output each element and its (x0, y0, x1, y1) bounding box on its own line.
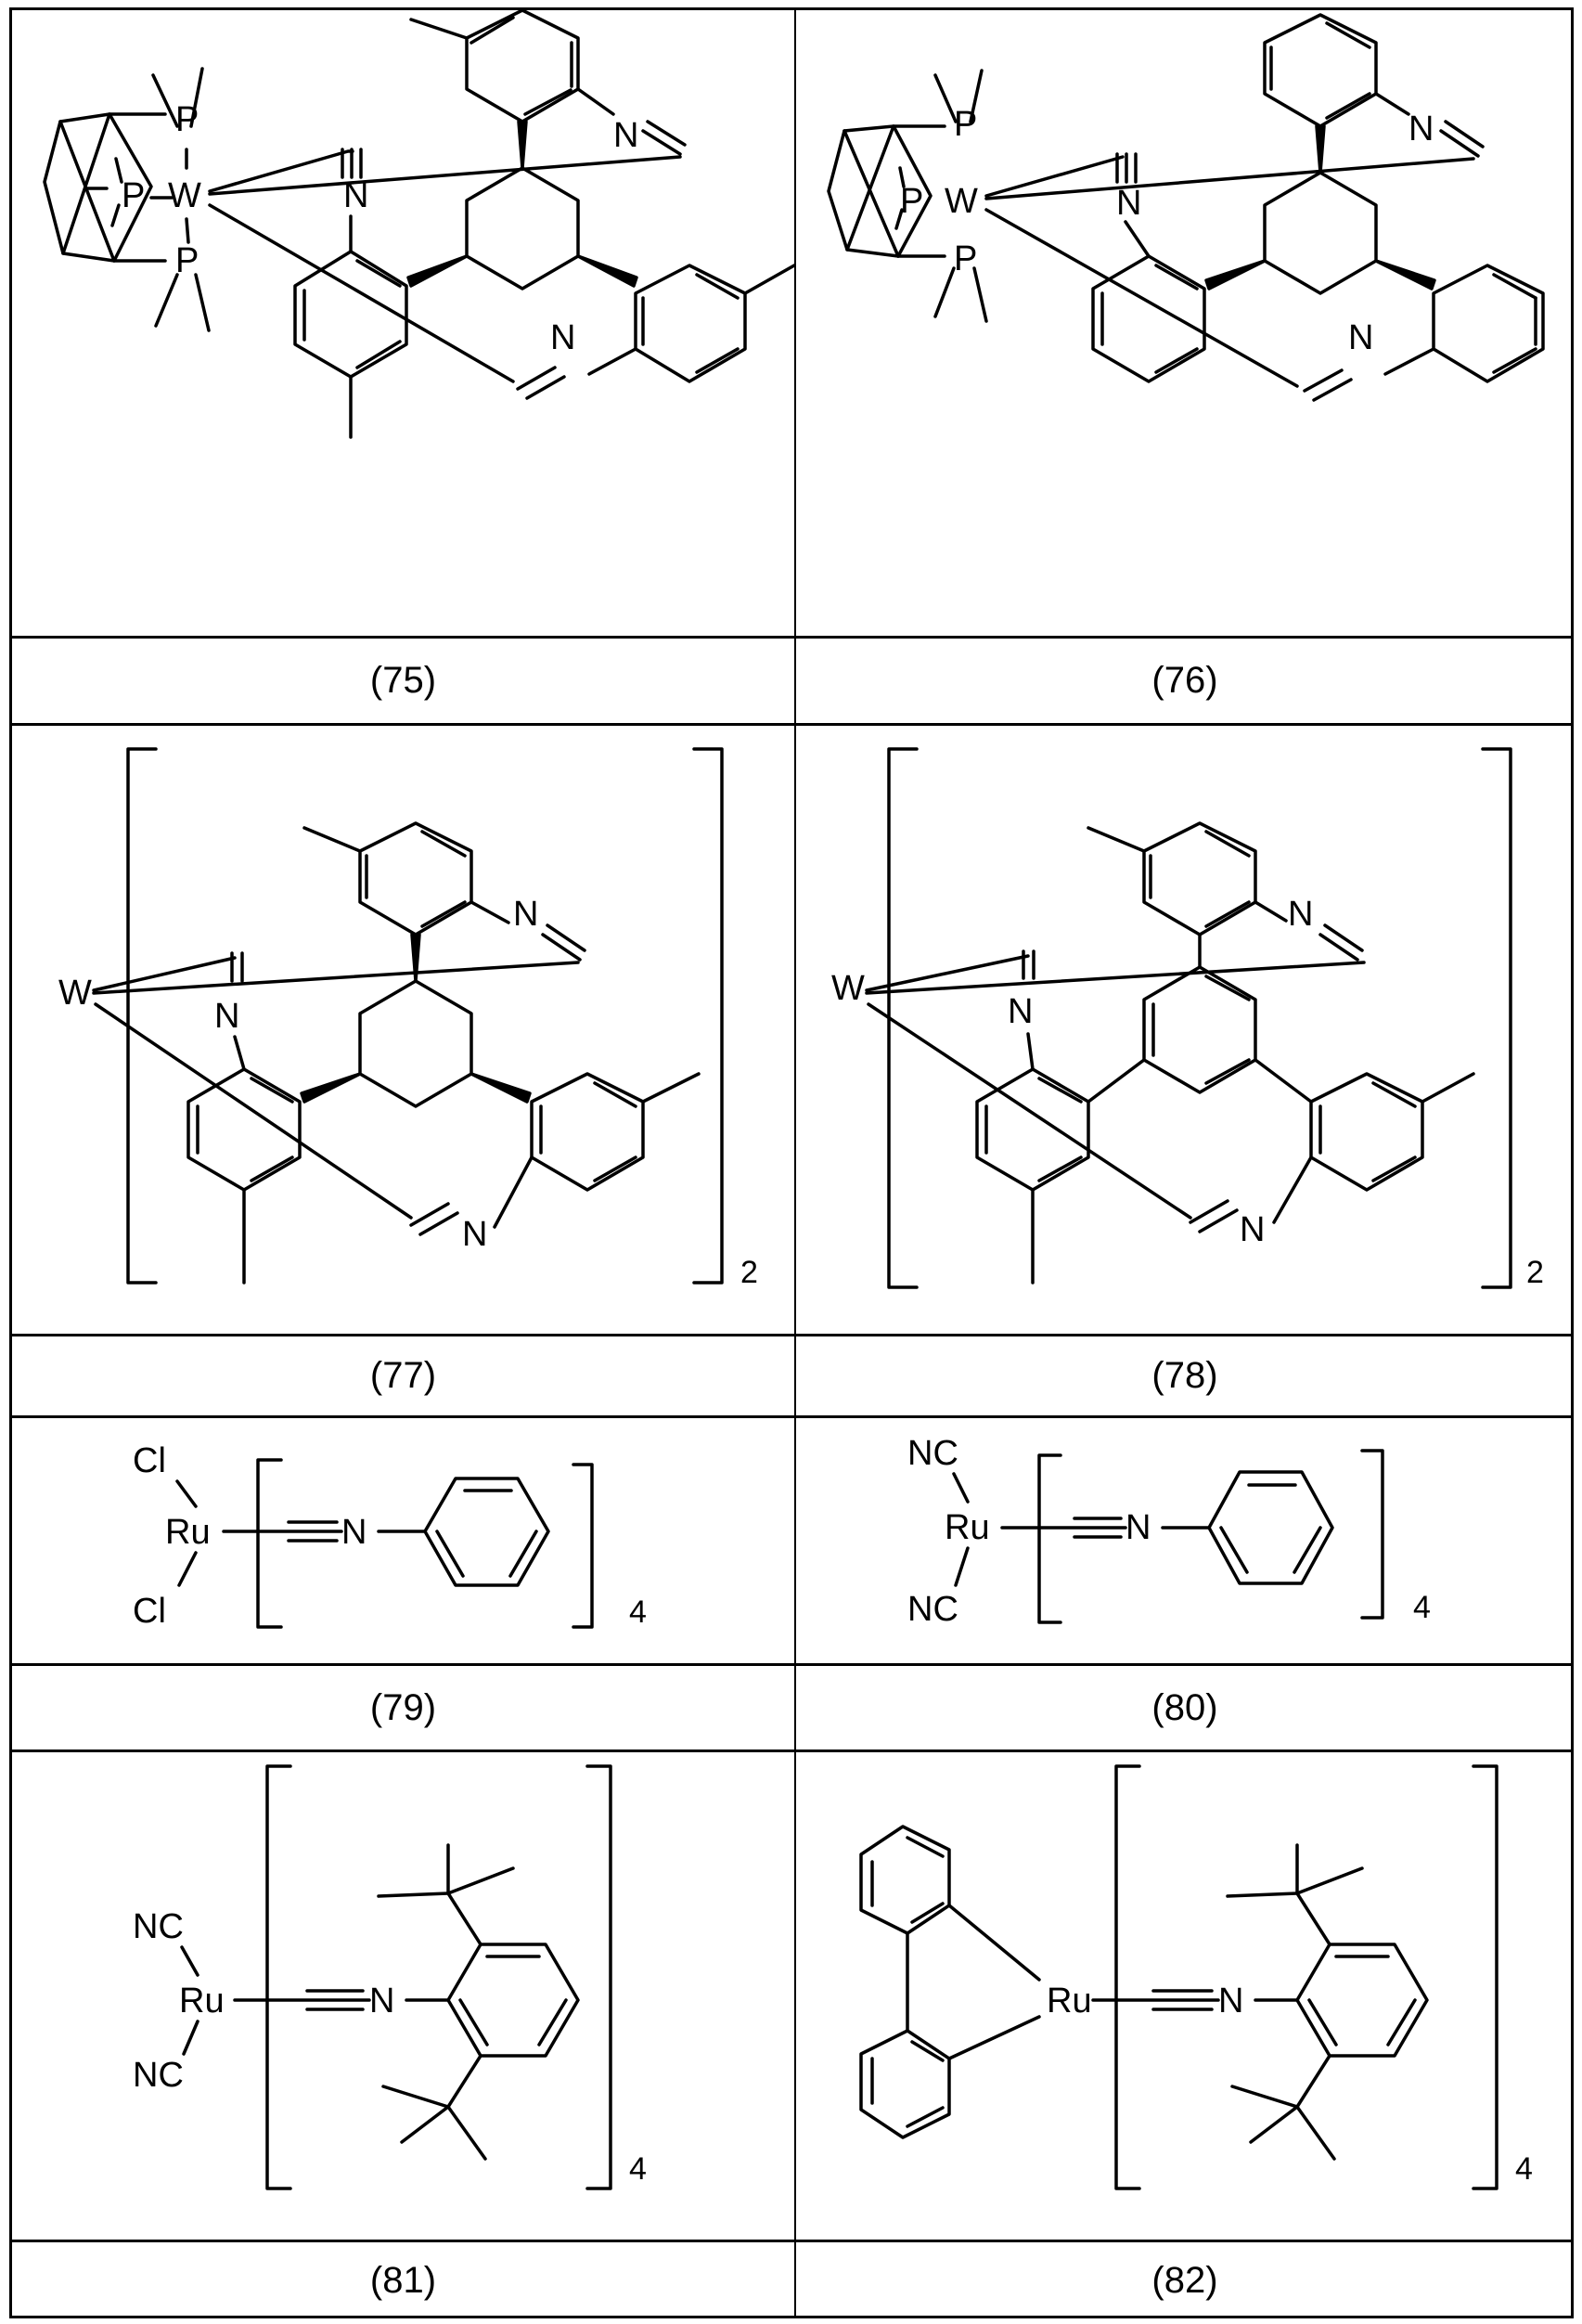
chemical-structure-80: NC Ru NC N 4 (907, 1434, 1431, 1629)
row-divider (12, 1334, 1571, 1336)
row-divider (12, 723, 1571, 726)
structure-cell-82: Ru N 4 (796, 1752, 1574, 2240)
structure-cell-79: Cl Ru Cl N 4 (12, 1418, 794, 1663)
chemical-structure-81: NC Ru NC N 4 (133, 1764, 647, 2190)
right-bracket (1481, 747, 1512, 1289)
row-divider (12, 2240, 1571, 2242)
right-bracket (585, 1764, 612, 2190)
atom-n: N (1408, 110, 1434, 148)
structure-cell-78: W N N N 2 (796, 726, 1574, 1334)
left-bracket (126, 747, 158, 1285)
atom-n: N (1125, 1508, 1151, 1547)
chemical-structure-75: P P W P N N N (43, 10, 794, 439)
compound-number: (75) (369, 660, 437, 701)
compound-number: (79) (369, 1686, 437, 1728)
right-bracket (572, 1463, 594, 1629)
left-bracket (256, 1458, 283, 1629)
atom-ligand: NC (907, 1434, 958, 1473)
left-bracket (1114, 1764, 1141, 2190)
structure-cell-77: W N N N 2 (12, 726, 794, 1334)
atom-n: N (341, 1513, 367, 1552)
atom-n: N (1348, 318, 1373, 357)
atom-ligand: Cl (133, 1441, 166, 1480)
compound-label-81: (81) (12, 2242, 794, 2318)
compound-number: (81) (369, 2259, 437, 2301)
left-bracket (887, 747, 919, 1289)
compound-number: (80) (1151, 1686, 1218, 1728)
row-divider (12, 636, 1571, 639)
atom-n: N (550, 318, 575, 357)
atom-n: N (1116, 184, 1141, 223)
compound-table: P P W P N N N (9, 7, 1574, 2318)
atom-metal: W (168, 176, 201, 215)
structure-cell-80: NC Ru NC N 4 (796, 1418, 1574, 1663)
atom-metal: Ru (945, 1508, 990, 1547)
compound-label-75: (75) (12, 639, 794, 723)
compound-number: (82) (1151, 2259, 1218, 2301)
atom-metal: Ru (1047, 1982, 1092, 2021)
subscript: 4 (629, 2151, 647, 2187)
atom-p: P (175, 100, 199, 139)
compound-label-78: (78) (796, 1336, 1574, 1415)
right-bracket (1360, 1449, 1384, 1620)
compound-label-82: (82) (796, 2242, 1574, 2318)
structure-cell-76: P P W P N N N (796, 10, 1574, 636)
subscript: 4 (629, 1595, 647, 1630)
column-divider (794, 10, 796, 2316)
left-bracket (1037, 1453, 1062, 1624)
right-bracket (692, 747, 724, 1285)
atom-metal: W (58, 974, 92, 1013)
atom-metal: Ru (165, 1513, 211, 1552)
atom-p: P (175, 241, 199, 280)
chemical-structure-82: Ru N 4 (859, 1764, 1533, 2190)
atom-n: N (369, 1982, 394, 2021)
compound-number: (76) (1151, 660, 1218, 701)
atom-n: N (214, 997, 239, 1036)
subscript: 2 (740, 1255, 758, 1290)
atom-n: N (613, 116, 638, 155)
structure-cell-81: NC Ru NC N 4 (12, 1752, 794, 2240)
atom-n: N (1288, 895, 1313, 934)
subscript: 4 (1515, 2151, 1533, 2187)
right-bracket (1472, 1764, 1498, 2190)
compound-number: (78) (1151, 1355, 1218, 1396)
compound-number: (77) (369, 1355, 437, 1396)
row-divider (12, 1415, 1571, 1418)
atom-ligand: NC (133, 2056, 184, 2095)
atom-n: N (1008, 992, 1033, 1031)
compound-label-79: (79) (12, 1666, 794, 1749)
atom-n: N (1240, 1210, 1265, 1249)
row-divider (12, 1749, 1571, 1752)
subscript: 2 (1526, 1255, 1544, 1290)
left-bracket (265, 1764, 292, 2190)
atom-ligand: Cl (133, 1592, 166, 1631)
chemical-structure-76: P P W P N N N (827, 13, 1545, 402)
row-divider (12, 1663, 1571, 1666)
atom-metal: W (831, 969, 865, 1008)
subscript: 4 (1413, 1590, 1431, 1625)
atom-metal: Ru (179, 1982, 225, 2021)
atom-p: P (954, 105, 977, 144)
compound-label-76: (76) (796, 639, 1574, 723)
structure-cell-75: P P W P N N N (12, 10, 794, 636)
chemical-structure-79: Cl Ru Cl N 4 (133, 1441, 647, 1631)
atom-n: N (513, 895, 538, 934)
atom-ligand: NC (133, 1907, 184, 1946)
chemical-structure-77: W N N N 2 (58, 747, 758, 1290)
atom-metal: W (945, 182, 978, 221)
compound-label-77: (77) (12, 1336, 794, 1415)
atom-p: P (900, 182, 923, 221)
compound-label-80: (80) (796, 1666, 1574, 1749)
atom-ligand: NC (907, 1590, 958, 1629)
atom-n: N (1218, 1982, 1243, 2021)
chemical-structure-78: W N N N 2 (831, 747, 1544, 1290)
atom-n: N (462, 1215, 487, 1254)
atom-p: P (954, 239, 977, 278)
atom-p: P (122, 176, 145, 215)
